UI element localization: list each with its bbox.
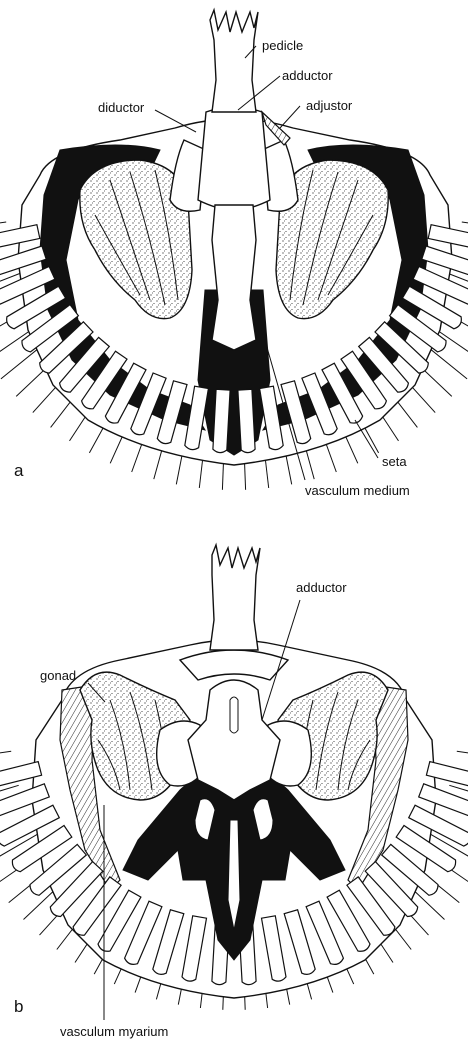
label-seta-a: seta (382, 454, 407, 469)
label-vasculum-myarium-b: vasculum myarium (60, 1024, 168, 1039)
seta-line (457, 751, 468, 760)
label-pedicle-a: pedicle (262, 38, 303, 53)
setal-sac (238, 389, 255, 452)
adductor-center-b (230, 697, 238, 733)
label-adductor-b: adductor (296, 580, 347, 595)
adductor-muscle-a (198, 107, 270, 210)
label-adjustor-a: adjustor (306, 98, 353, 113)
panel-a: pedicle adductor adjustor diductor seta … (0, 10, 468, 498)
label-vasculum-medium-a: vasculum medium (305, 483, 410, 498)
panel-letter-a: a (14, 461, 24, 480)
seta-line (462, 222, 468, 232)
label-diductor-a: diductor (98, 100, 145, 115)
seta-line (0, 751, 11, 760)
panel-b: adductor gonad vasculum myarium b (0, 545, 468, 1039)
setal-sac (213, 389, 230, 452)
leader-adjustor-a (280, 106, 300, 128)
label-adductor-a: adductor (282, 68, 333, 83)
pedicle-a (210, 10, 258, 112)
seta-line (0, 222, 6, 232)
label-gonad-b: gonad (40, 668, 76, 683)
panel-letter-b: b (14, 997, 23, 1016)
pedicle-b (210, 545, 260, 650)
visceral-column-a (212, 205, 256, 350)
